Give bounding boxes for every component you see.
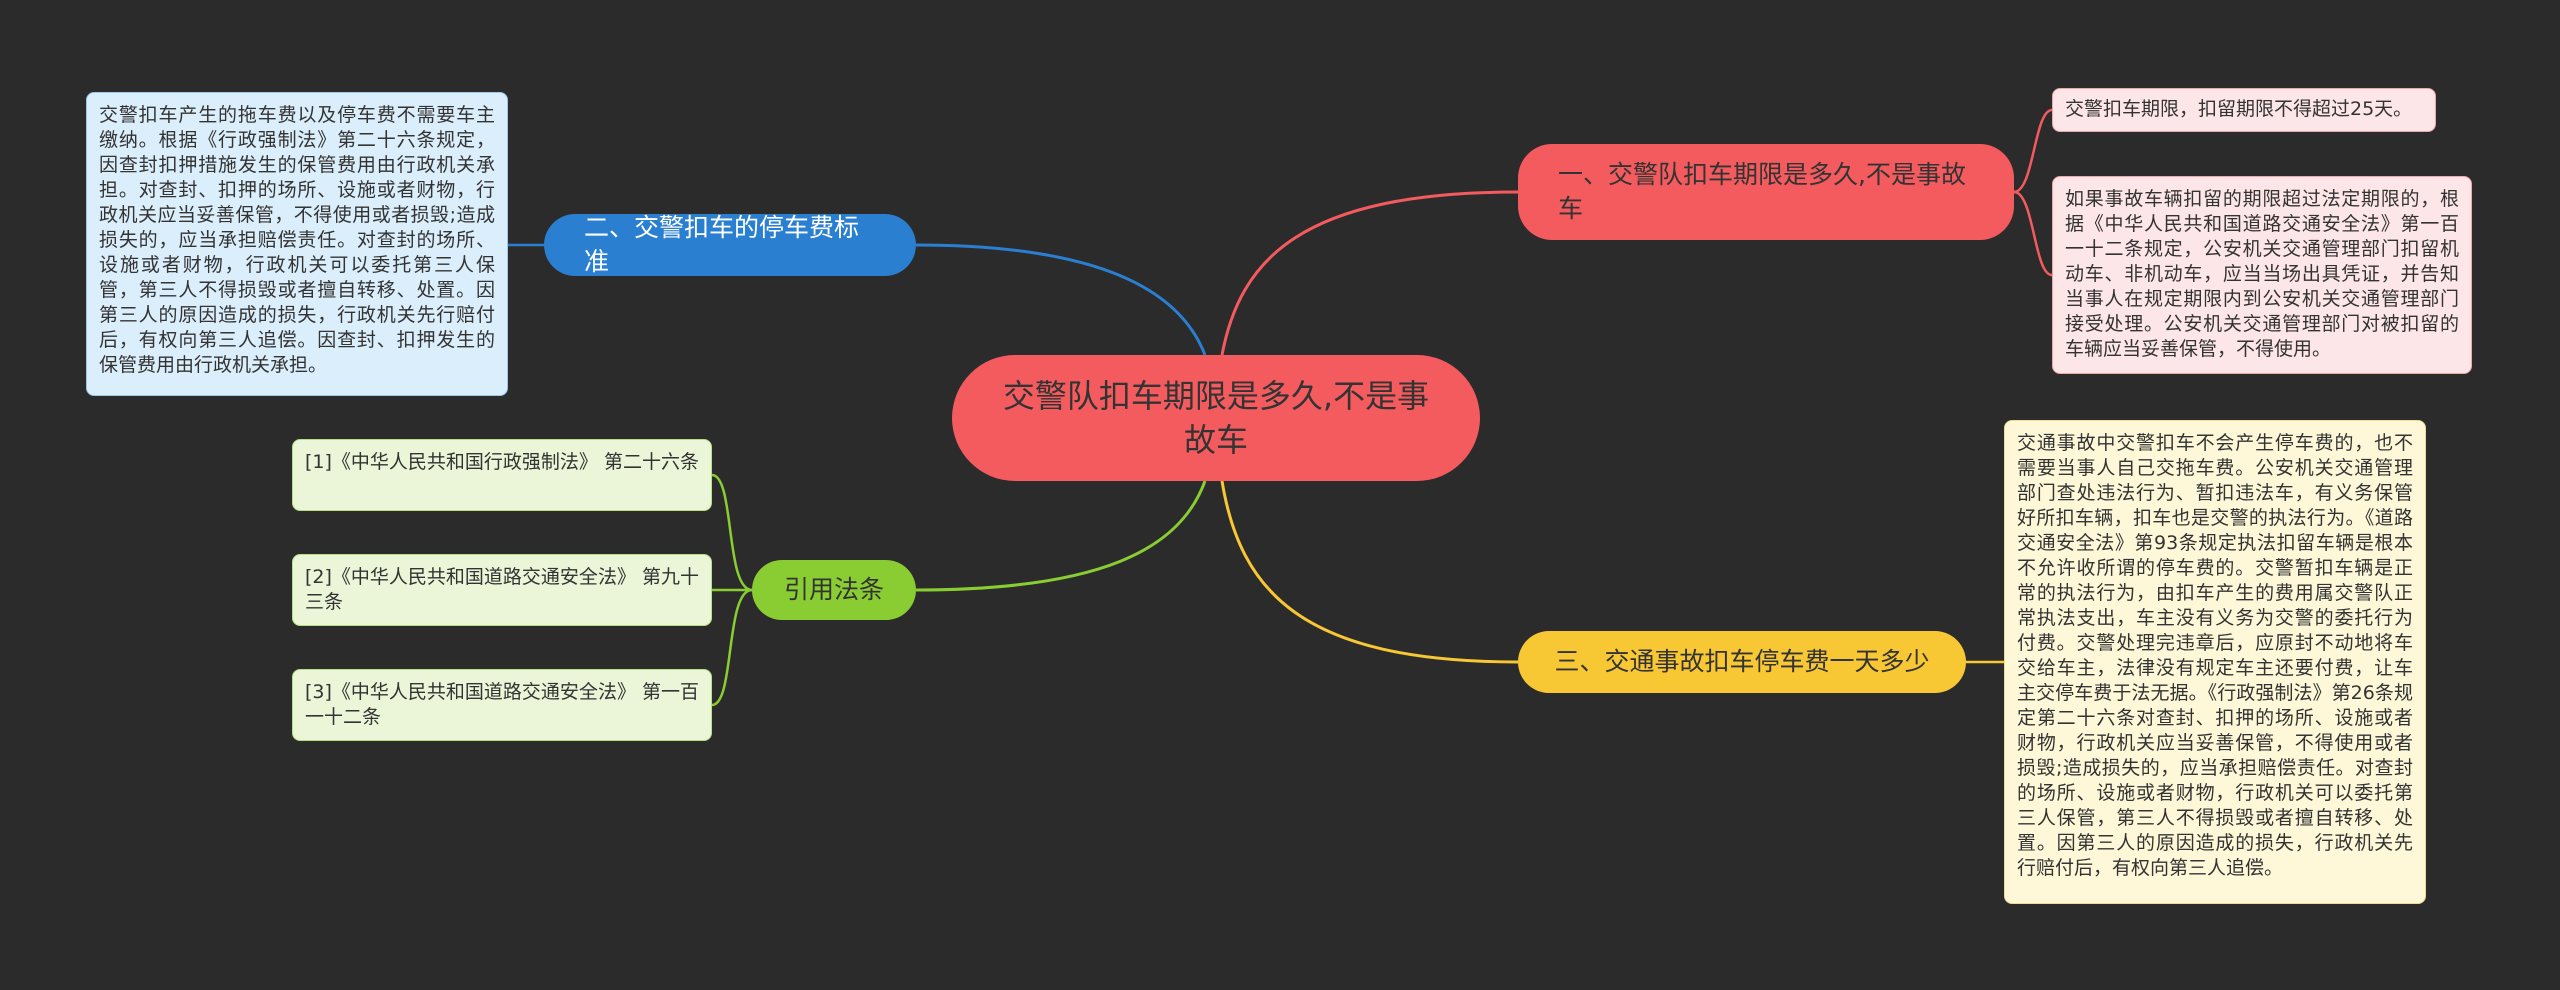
branch-topic-1[interactable]: 一、交警队扣车期限是多久,不是事故车 [1518, 144, 2014, 240]
branch-topic-2[interactable]: 二、交警扣车的停车费标准 [544, 213, 916, 276]
connector-b4-leaf3 [711, 588, 753, 707]
branch-4-leaf-1[interactable]: [1]《中华人民共和国行政强制法》 第二十六条 [292, 439, 712, 511]
branch-4-leaf-1-text: [1]《中华人民共和国行政强制法》 第二十六条 [305, 451, 699, 473]
root-topic[interactable]: 交警队扣车期限是多久,不是事故车 [952, 355, 1480, 481]
connector-b4-leaf1 [711, 473, 753, 592]
branch-4-leaf-3-text: [3]《中华人民共和国道路交通安全法》 第一百一十二条 [305, 681, 699, 728]
branch-1-leaf-1[interactable]: 交警扣车期限，扣留期限不得超过25天。 [2052, 88, 2436, 132]
branch-topic-1-label: 一、交警队扣车期限是多久,不是事故车 [1558, 160, 1966, 223]
branch-3-leaf-1-text: 交通事故中交警扣车不会产生停车费的，也不需要当事人自己交拖车费。公安机关交通管理… [2017, 432, 2413, 879]
branch-4-leaf-2[interactable]: [2]《中华人民共和国道路交通安全法》 第九十三条 [292, 554, 712, 626]
branch-2-leaf-1[interactable]: 交警扣车产生的拖车费以及停车费不需要车主缴纳。根据《行政强制法》第二十六条规定，… [86, 92, 508, 396]
branch-1-leaf-2[interactable]: 如果事故车辆扣留的期限超过法定期限的，根据《中华人民共和国道路交通安全法》第一百… [2052, 176, 2472, 374]
branch-3-leaf-1[interactable]: 交通事故中交警扣车不会产生停车费的，也不需要当事人自己交拖车费。公安机关交通管理… [2004, 420, 2426, 904]
branch-topic-2-label: 二、交警扣车的停车费标准 [584, 213, 860, 276]
branch-topic-3[interactable]: 三、交通事故扣车停车费一天多少 [1518, 631, 1966, 693]
connector-b1-leaf1 [2013, 108, 2053, 194]
branch-1-leaf-2-text: 如果事故车辆扣留的期限超过法定期限的，根据《中华人民共和国道路交通安全法》第一百… [2065, 188, 2459, 360]
connector-root-b1 [1220, 190, 1519, 356]
branch-topic-3-label: 三、交通事故扣车停车费一天多少 [1554, 647, 1930, 676]
branch-4-leaf-2-text: [2]《中华人民共和国道路交通安全法》 第九十三条 [305, 566, 699, 613]
connector-root-b3 [1220, 480, 1519, 664]
connector-root-b2 [915, 243, 1207, 356]
connector-root-b4 [915, 480, 1207, 592]
branch-topic-4[interactable]: 引用法条 [752, 560, 916, 620]
branch-4-leaf-3[interactable]: [3]《中华人民共和国道路交通安全法》 第一百一十二条 [292, 669, 712, 741]
root-topic-label: 交警队扣车期限是多久,不是事故车 [1002, 377, 1430, 459]
branch-2-leaf-1-text: 交警扣车产生的拖车费以及停车费不需要车主缴纳。根据《行政强制法》第二十六条规定，… [99, 104, 495, 376]
branch-topic-4-label: 引用法条 [783, 575, 884, 604]
branch-1-leaf-1-text: 交警扣车期限，扣留期限不得超过25天。 [2065, 98, 2413, 120]
connector-b1-leaf2 [2013, 190, 2053, 277]
